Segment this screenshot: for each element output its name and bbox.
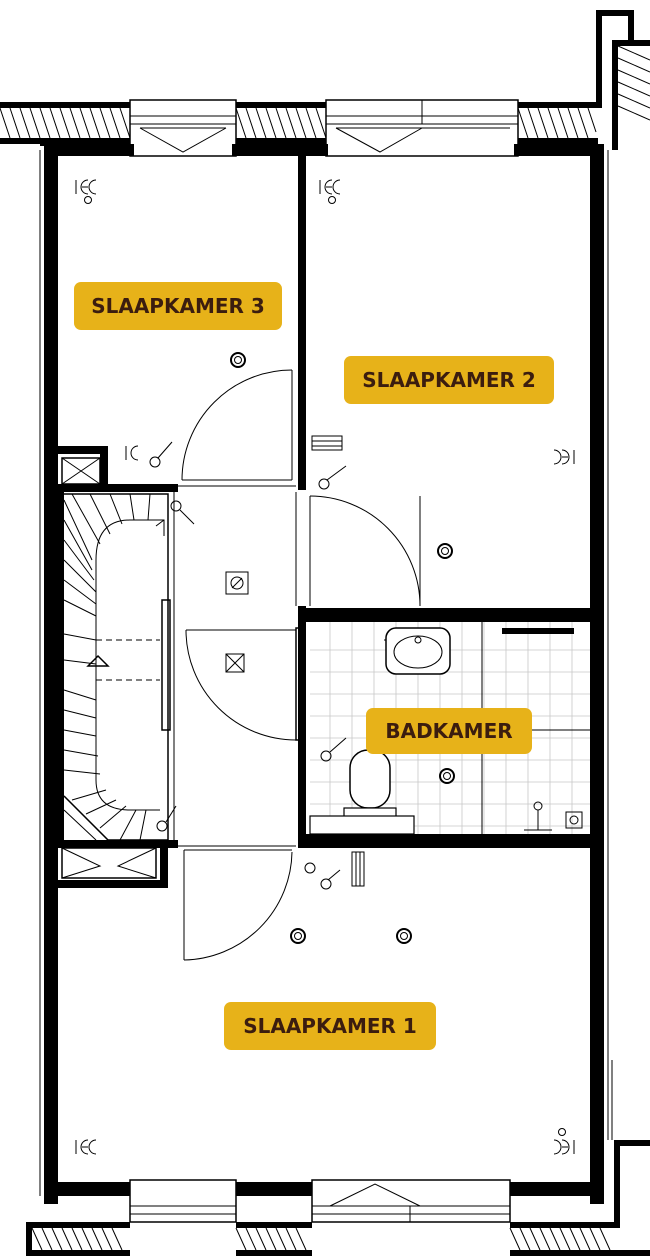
label-text: SLAAPKAMER 3 [91, 294, 265, 318]
label-badge [74, 282, 282, 330]
label-text: SLAAPKAMER 1 [243, 1014, 417, 1038]
exterior-walls [0, 10, 650, 1256]
circle-icon [290, 928, 306, 944]
radiator-icon [311, 435, 365, 887]
switch-icon [304, 862, 341, 890]
double-socket-icon [125, 441, 173, 468]
label-badge [344, 356, 554, 404]
switch-icon [318, 465, 347, 490]
switches [155, 465, 347, 890]
switch-icon [155, 500, 195, 536]
room-label-slaapkamer-1: SLAAPKAMER 1 [224, 1002, 436, 1050]
label-badge [224, 1002, 436, 1050]
double-socket-icon [75, 179, 97, 204]
staircase [63, 493, 171, 841]
circle-icon [437, 543, 453, 559]
square-cross-icon [225, 571, 249, 595]
double-socket-icon [319, 179, 341, 204]
switch-icon [156, 805, 177, 832]
square-cross-icon [225, 653, 245, 673]
room-label-slaapkamer-3: SLAAPKAMER 3 [74, 282, 282, 330]
wall-sockets [75, 179, 575, 1155]
label-text: SLAAPKAMER 2 [362, 368, 536, 392]
double-socket-icon [553, 449, 575, 465]
interior-walls [58, 150, 604, 888]
circle-icon [396, 928, 412, 944]
room-label-badkamer: BADKAMER [366, 708, 532, 754]
room-label-slaapkamer-2: SLAAPKAMER 2 [344, 356, 554, 404]
label-text: BADKAMER [385, 719, 512, 743]
label-badge [366, 708, 532, 754]
double-socket-icon [553, 1128, 575, 1155]
windows [129, 99, 519, 1223]
bathroom-fixtures [309, 622, 590, 835]
ceiling-lights [230, 352, 455, 944]
circle-icon [439, 768, 455, 784]
switch-icon [320, 737, 347, 762]
double-socket-icon [75, 1139, 97, 1155]
doors [173, 369, 421, 961]
circle-icon [230, 352, 246, 368]
